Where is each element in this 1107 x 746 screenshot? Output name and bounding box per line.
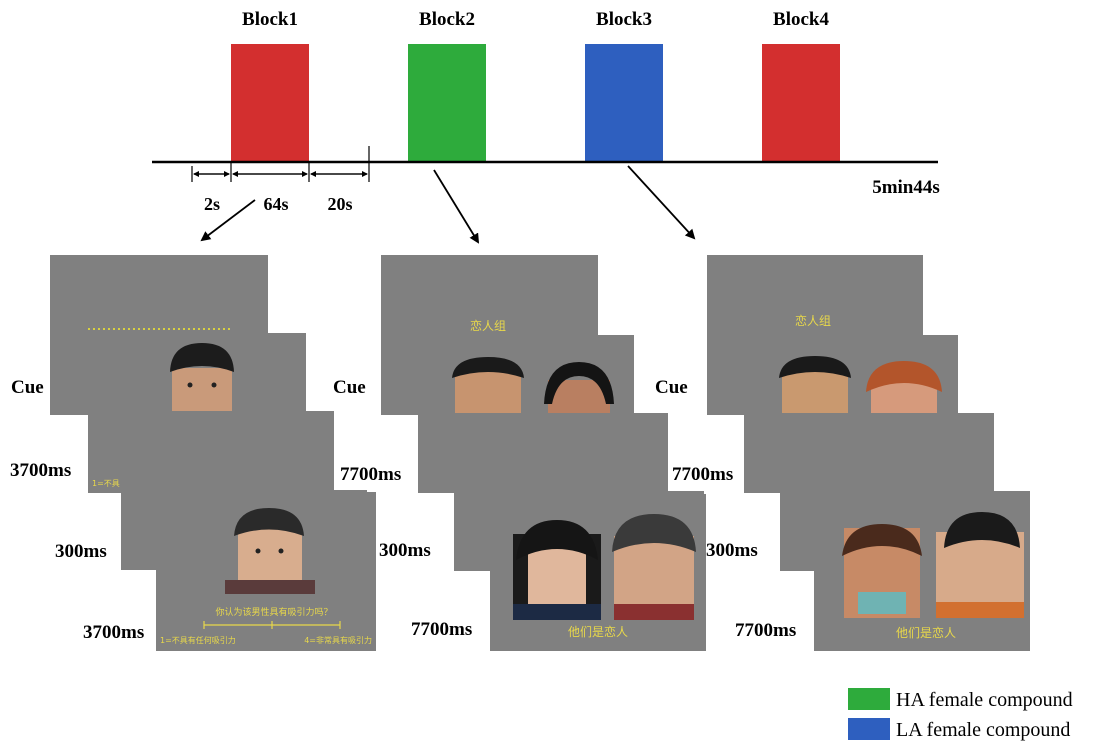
arrow-block1 xyxy=(200,199,256,242)
seq1-scale-right: 4=非常具有吸引力 xyxy=(304,635,372,645)
sequence-block1: 1=不具 你认为该男性具有吸引力吗？ 1=不具有任何吸引力 4=非常具有吸引力 … xyxy=(10,255,376,651)
seq2-blank-screen xyxy=(418,413,668,493)
seq3-cue-title: 恋人组 xyxy=(795,313,831,328)
sequence-arrows xyxy=(200,165,696,244)
timeline: Block1 Block2 Block3 Block4 2s 64s 20s 5… xyxy=(152,9,940,214)
seq2-cue-faces xyxy=(452,357,614,414)
seq2-cue-duration: 7700ms xyxy=(340,464,401,485)
seq3-cue-duration: 7700ms xyxy=(672,464,733,485)
seq1-blank-screen xyxy=(88,411,334,491)
seq2-cue-title: 恋人组 xyxy=(470,318,506,333)
arrow-block3 xyxy=(627,165,696,240)
seq2-cue-label: Cue xyxy=(333,377,366,398)
seq1-face-image xyxy=(170,343,234,413)
block1-bar xyxy=(231,44,309,162)
seq1-cue-duration: 3700ms xyxy=(10,460,71,481)
seq1-cue-label: Cue xyxy=(11,377,44,398)
seq3-cue-label: Cue xyxy=(655,377,688,398)
block3-label: Block3 xyxy=(596,9,652,30)
interval-markers xyxy=(191,146,370,182)
seq3-blank-screen xyxy=(744,413,994,493)
interval-2s: 2s xyxy=(204,194,220,214)
legend-swatch-ha xyxy=(848,688,890,710)
seq1-scale-left: 1=不具有任何吸引力 xyxy=(160,635,236,645)
seq1-isi: 300ms xyxy=(55,541,107,562)
sequence-block2: 恋人组 他们是恋人 Cue 7700ms 300ms 7700ms xyxy=(333,255,706,651)
block2-bar xyxy=(408,44,486,162)
seq2-trial-duration: 7700ms xyxy=(411,619,472,640)
block4-label: Block4 xyxy=(773,9,829,30)
total-duration: 5min44s xyxy=(872,177,940,198)
legend-label-ha: HA female compound xyxy=(896,689,1073,711)
seq3-statement: 他们是恋人 xyxy=(896,625,956,640)
seq3-cue-faces xyxy=(779,356,942,414)
block2-label: Block2 xyxy=(419,9,475,30)
legend-swatch-la xyxy=(848,718,890,740)
legend: HA female compound LA female compound xyxy=(848,688,1073,741)
seq1-question: 你认为该男性具有吸引力吗？ xyxy=(215,606,332,618)
seq1-rating-face xyxy=(225,508,315,594)
interval-20s: 20s xyxy=(327,194,352,214)
seq3-trial-duration: 7700ms xyxy=(735,620,796,641)
seq2-statement: 他们是恋人 xyxy=(568,624,628,639)
seq3-trial-faces xyxy=(842,512,1024,618)
legend-label-la: LA female compound xyxy=(896,719,1070,741)
sequence-block3: 恋人组 他们是恋人 Cue 7700ms 300ms 7700ms xyxy=(655,255,1030,651)
block4-bar xyxy=(762,44,840,162)
arrow-block2 xyxy=(433,169,480,244)
seq1-cue-hint: 1=不具 xyxy=(92,479,120,488)
seq2-trial-faces xyxy=(513,514,696,620)
block1-label: Block1 xyxy=(242,9,298,30)
block3-bar xyxy=(585,44,663,162)
seq3-isi: 300ms xyxy=(706,540,758,561)
seq1-trial-duration: 3700ms xyxy=(83,622,144,643)
interval-64s: 64s xyxy=(263,194,288,214)
seq2-isi: 300ms xyxy=(379,540,431,561)
